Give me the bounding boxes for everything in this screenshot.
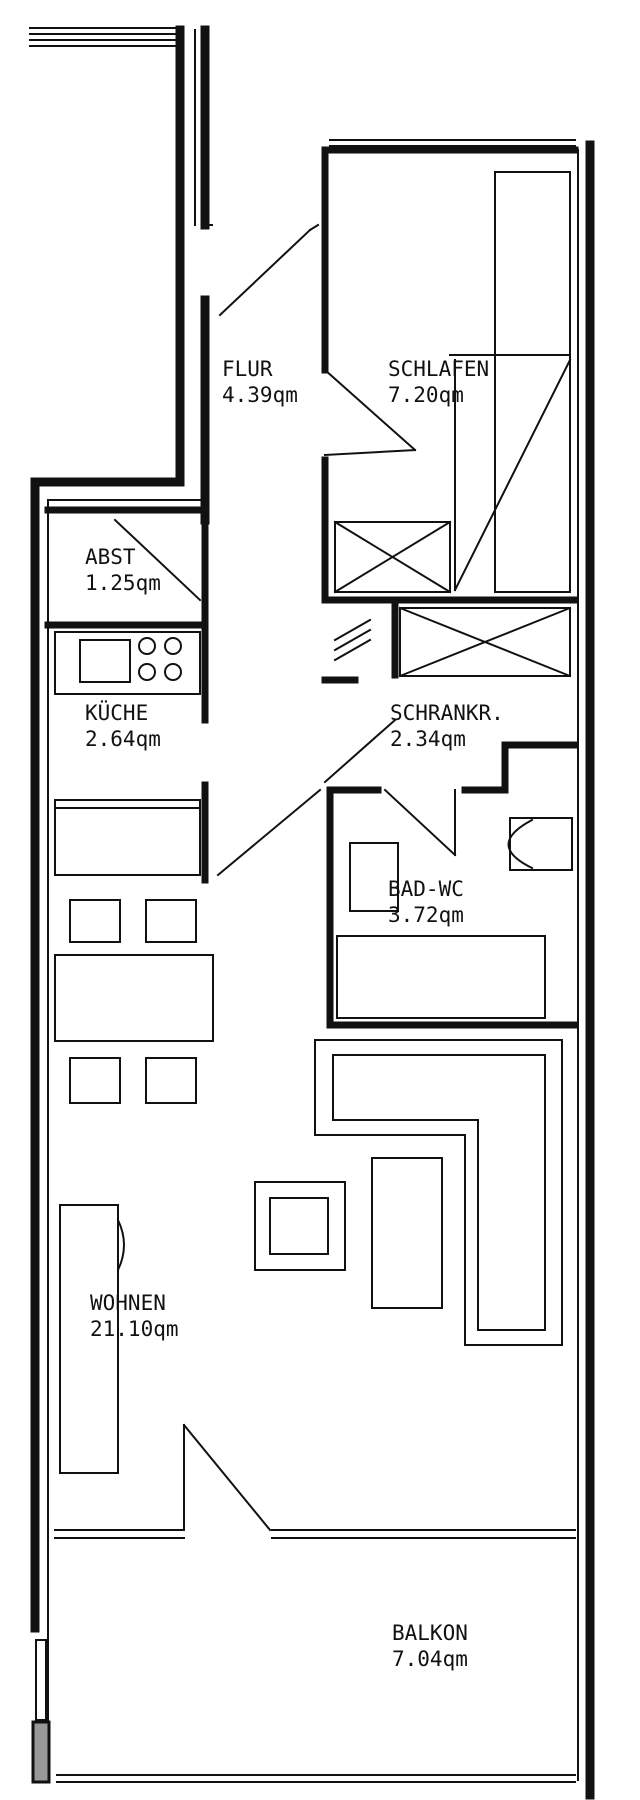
room-name-abst: ABST	[85, 545, 136, 569]
room-name-schrankraum: SCHRANKR.	[390, 701, 504, 725]
kitchen-door	[216, 788, 322, 877]
room-label-flur: FLUR 4.39qm	[222, 356, 298, 408]
closet-door	[323, 718, 397, 784]
room-name-bad-wc: BAD-WC	[388, 877, 464, 901]
room-area-wohnen: 21.10qm	[90, 1317, 179, 1341]
room-name-schlafen: SCHLAFEN	[388, 357, 490, 381]
room-label-balkon: BALKON 7.04qm	[392, 1620, 468, 1672]
room-area-schlafen: 7.20qm	[388, 383, 464, 407]
room-label-kueche: KÜCHE 2.64qm	[85, 700, 161, 752]
terrace-fragment	[29, 27, 181, 47]
balcony-railing	[31, 1639, 51, 1784]
bedroom-door	[323, 368, 417, 457]
room-area-kueche: 2.64qm	[85, 727, 161, 751]
balcony-door	[182, 1423, 272, 1532]
storage-door	[113, 518, 202, 602]
room-name-kueche: KÜCHE	[85, 701, 149, 725]
room-name-balkon: BALKON	[392, 1621, 468, 1645]
room-area-abst: 1.25qm	[85, 571, 161, 595]
balcony-windows	[54, 1529, 576, 1783]
outer-walls	[30, 25, 595, 1800]
bathroom-fixtures	[336, 817, 573, 1019]
bathroom-door	[383, 788, 457, 857]
bed	[449, 171, 572, 593]
bedroom-window	[329, 139, 576, 147]
room-label-wohnen: WOHNEN 21.10qm	[90, 1290, 179, 1342]
living-furniture	[54, 899, 563, 1474]
bathroom-walls	[326, 741, 579, 1029]
bedroom-wardrobe	[333, 520, 452, 594]
storage-walls	[44, 506, 209, 629]
room-area-schrankraum: 2.34qm	[390, 727, 466, 751]
room-area-balkon: 7.04qm	[392, 1647, 468, 1671]
entrance-door	[204, 223, 320, 317]
closet-wardrobe	[333, 606, 572, 678]
room-label-schlafen: SCHLAFEN 7.20qm	[388, 356, 489, 408]
kitchen-counter	[54, 631, 201, 876]
room-label-abst: ABST 1.25qm	[85, 544, 161, 596]
room-area-bad-wc: 3.72qm	[388, 903, 464, 927]
room-label-bad-wc: BAD-WC 3.72qm	[388, 876, 464, 928]
room-label-schrankraum: SCHRANKR. 2.34qm	[390, 700, 504, 752]
closet-walls	[321, 601, 399, 684]
bedroom-walls	[321, 146, 579, 604]
room-name-wohnen: WOHNEN	[90, 1291, 166, 1315]
room-name-flur: FLUR	[222, 357, 273, 381]
wall-inner-faces	[47, 29, 579, 1781]
room-area-flur: 4.39qm	[222, 383, 298, 407]
